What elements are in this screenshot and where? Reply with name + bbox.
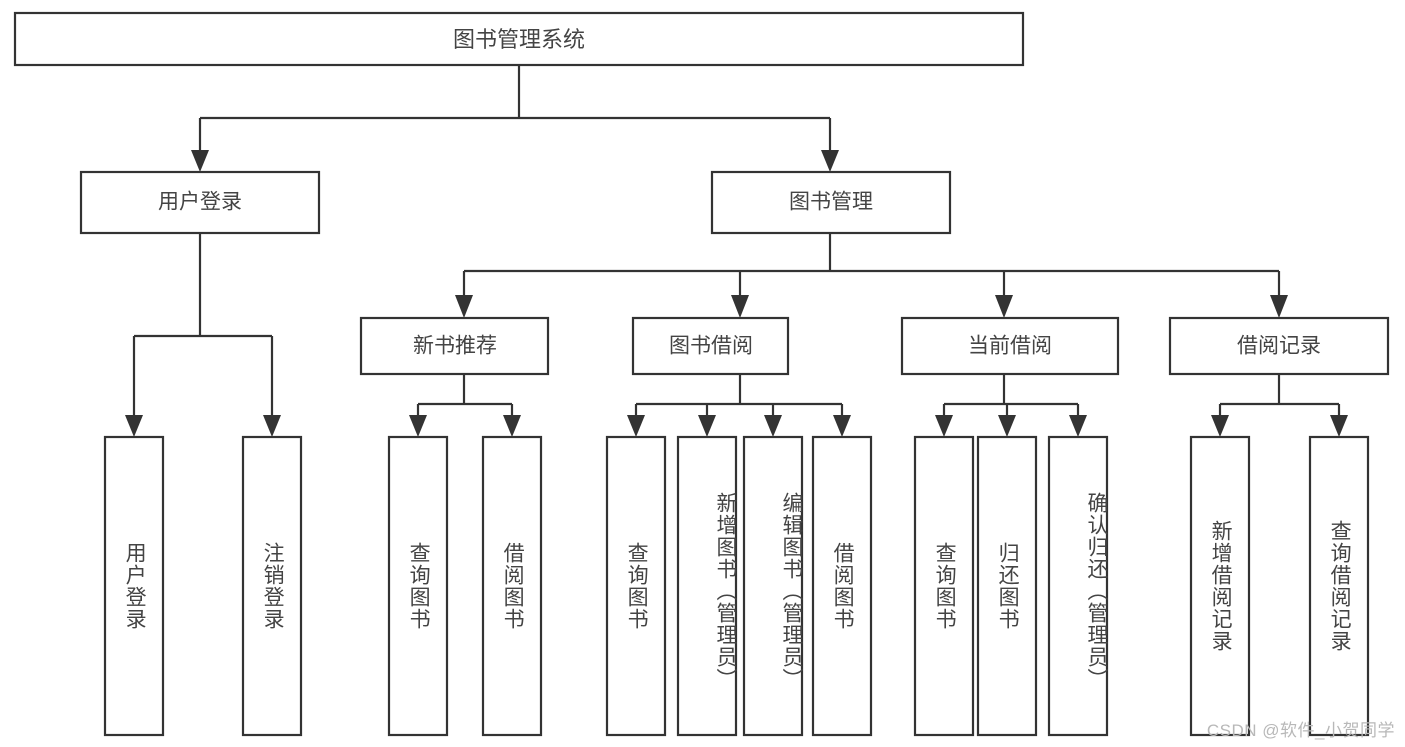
arrow-bo-leaf3 bbox=[764, 415, 782, 437]
arrow-nb-leaf2 bbox=[503, 415, 521, 437]
arrow-bo-leaf4 bbox=[833, 415, 851, 437]
leaf-box-bo-edit[interactable] bbox=[742, 435, 804, 737]
arrow-to-current bbox=[995, 295, 1013, 318]
node-label-book-manage: 图书管理 bbox=[789, 191, 873, 214]
arrow-leaf-user-login bbox=[125, 415, 143, 437]
node-label-borrow: 图书借阅 bbox=[669, 335, 753, 358]
node-box-borrow[interactable] bbox=[631, 316, 790, 376]
arrow-bo-leaf2 bbox=[698, 415, 716, 437]
leaf-box-nb-borrow[interactable] bbox=[481, 435, 543, 737]
node-box-record[interactable] bbox=[1168, 316, 1390, 376]
arrow-to-record bbox=[1270, 295, 1288, 318]
arrow-cu-leaf3 bbox=[1069, 415, 1087, 437]
leaf-box-re-add[interactable] bbox=[1189, 435, 1251, 737]
node-box-user-login[interactable] bbox=[79, 170, 321, 235]
leaf-box-logout[interactable] bbox=[241, 435, 303, 737]
connectors-group bbox=[125, 65, 1348, 437]
leaf-box-re-query[interactable] bbox=[1308, 435, 1370, 737]
leaf-box-bo-borrow[interactable] bbox=[811, 435, 873, 737]
node-label-root: 图书管理系统 bbox=[453, 27, 585, 52]
leaf-box-bo-add[interactable] bbox=[676, 435, 738, 737]
arrow-bo-leaf1 bbox=[627, 415, 645, 437]
leaf-box-cu-confirm[interactable] bbox=[1047, 435, 1109, 737]
arrow-re-leaf2 bbox=[1330, 415, 1348, 437]
node-box-new-book[interactable] bbox=[359, 316, 550, 376]
csdn-watermark: CSDN @软件_小贺同学 bbox=[1206, 721, 1395, 740]
arrow-to-book-manage bbox=[821, 150, 839, 172]
node-box-book-manage[interactable] bbox=[710, 170, 952, 235]
leaf-box-cu-return[interactable] bbox=[976, 435, 1038, 737]
node-label-current: 当前借阅 bbox=[968, 335, 1052, 358]
arrow-re-leaf1 bbox=[1211, 415, 1229, 437]
node-box-current[interactable] bbox=[900, 316, 1120, 376]
node-box-root[interactable] bbox=[13, 11, 1025, 67]
node-label-new-book: 新书推荐 bbox=[413, 335, 497, 358]
leaf-box-bo-query[interactable] bbox=[605, 435, 667, 737]
nodes-group: 图书管理系统 用户登录 图书管理 新书推荐 图书借阅 当前借阅 借阅记录 bbox=[13, 11, 1390, 737]
arrow-to-borrow bbox=[731, 295, 749, 318]
arrow-to-user-login bbox=[191, 150, 209, 172]
arrow-leaf-logout bbox=[263, 415, 281, 437]
arrow-to-new-book bbox=[455, 295, 473, 318]
node-label-user-login: 用户登录 bbox=[158, 191, 242, 214]
leaf-box-cu-query[interactable] bbox=[913, 435, 975, 737]
leaf-box-user-login[interactable] bbox=[103, 435, 165, 737]
arrow-cu-leaf1 bbox=[935, 415, 953, 437]
arrow-cu-leaf2 bbox=[998, 415, 1016, 437]
leaf-box-nb-query[interactable] bbox=[387, 435, 449, 737]
arrow-nb-leaf1 bbox=[409, 415, 427, 437]
node-label-record: 借阅记录 bbox=[1237, 335, 1321, 358]
